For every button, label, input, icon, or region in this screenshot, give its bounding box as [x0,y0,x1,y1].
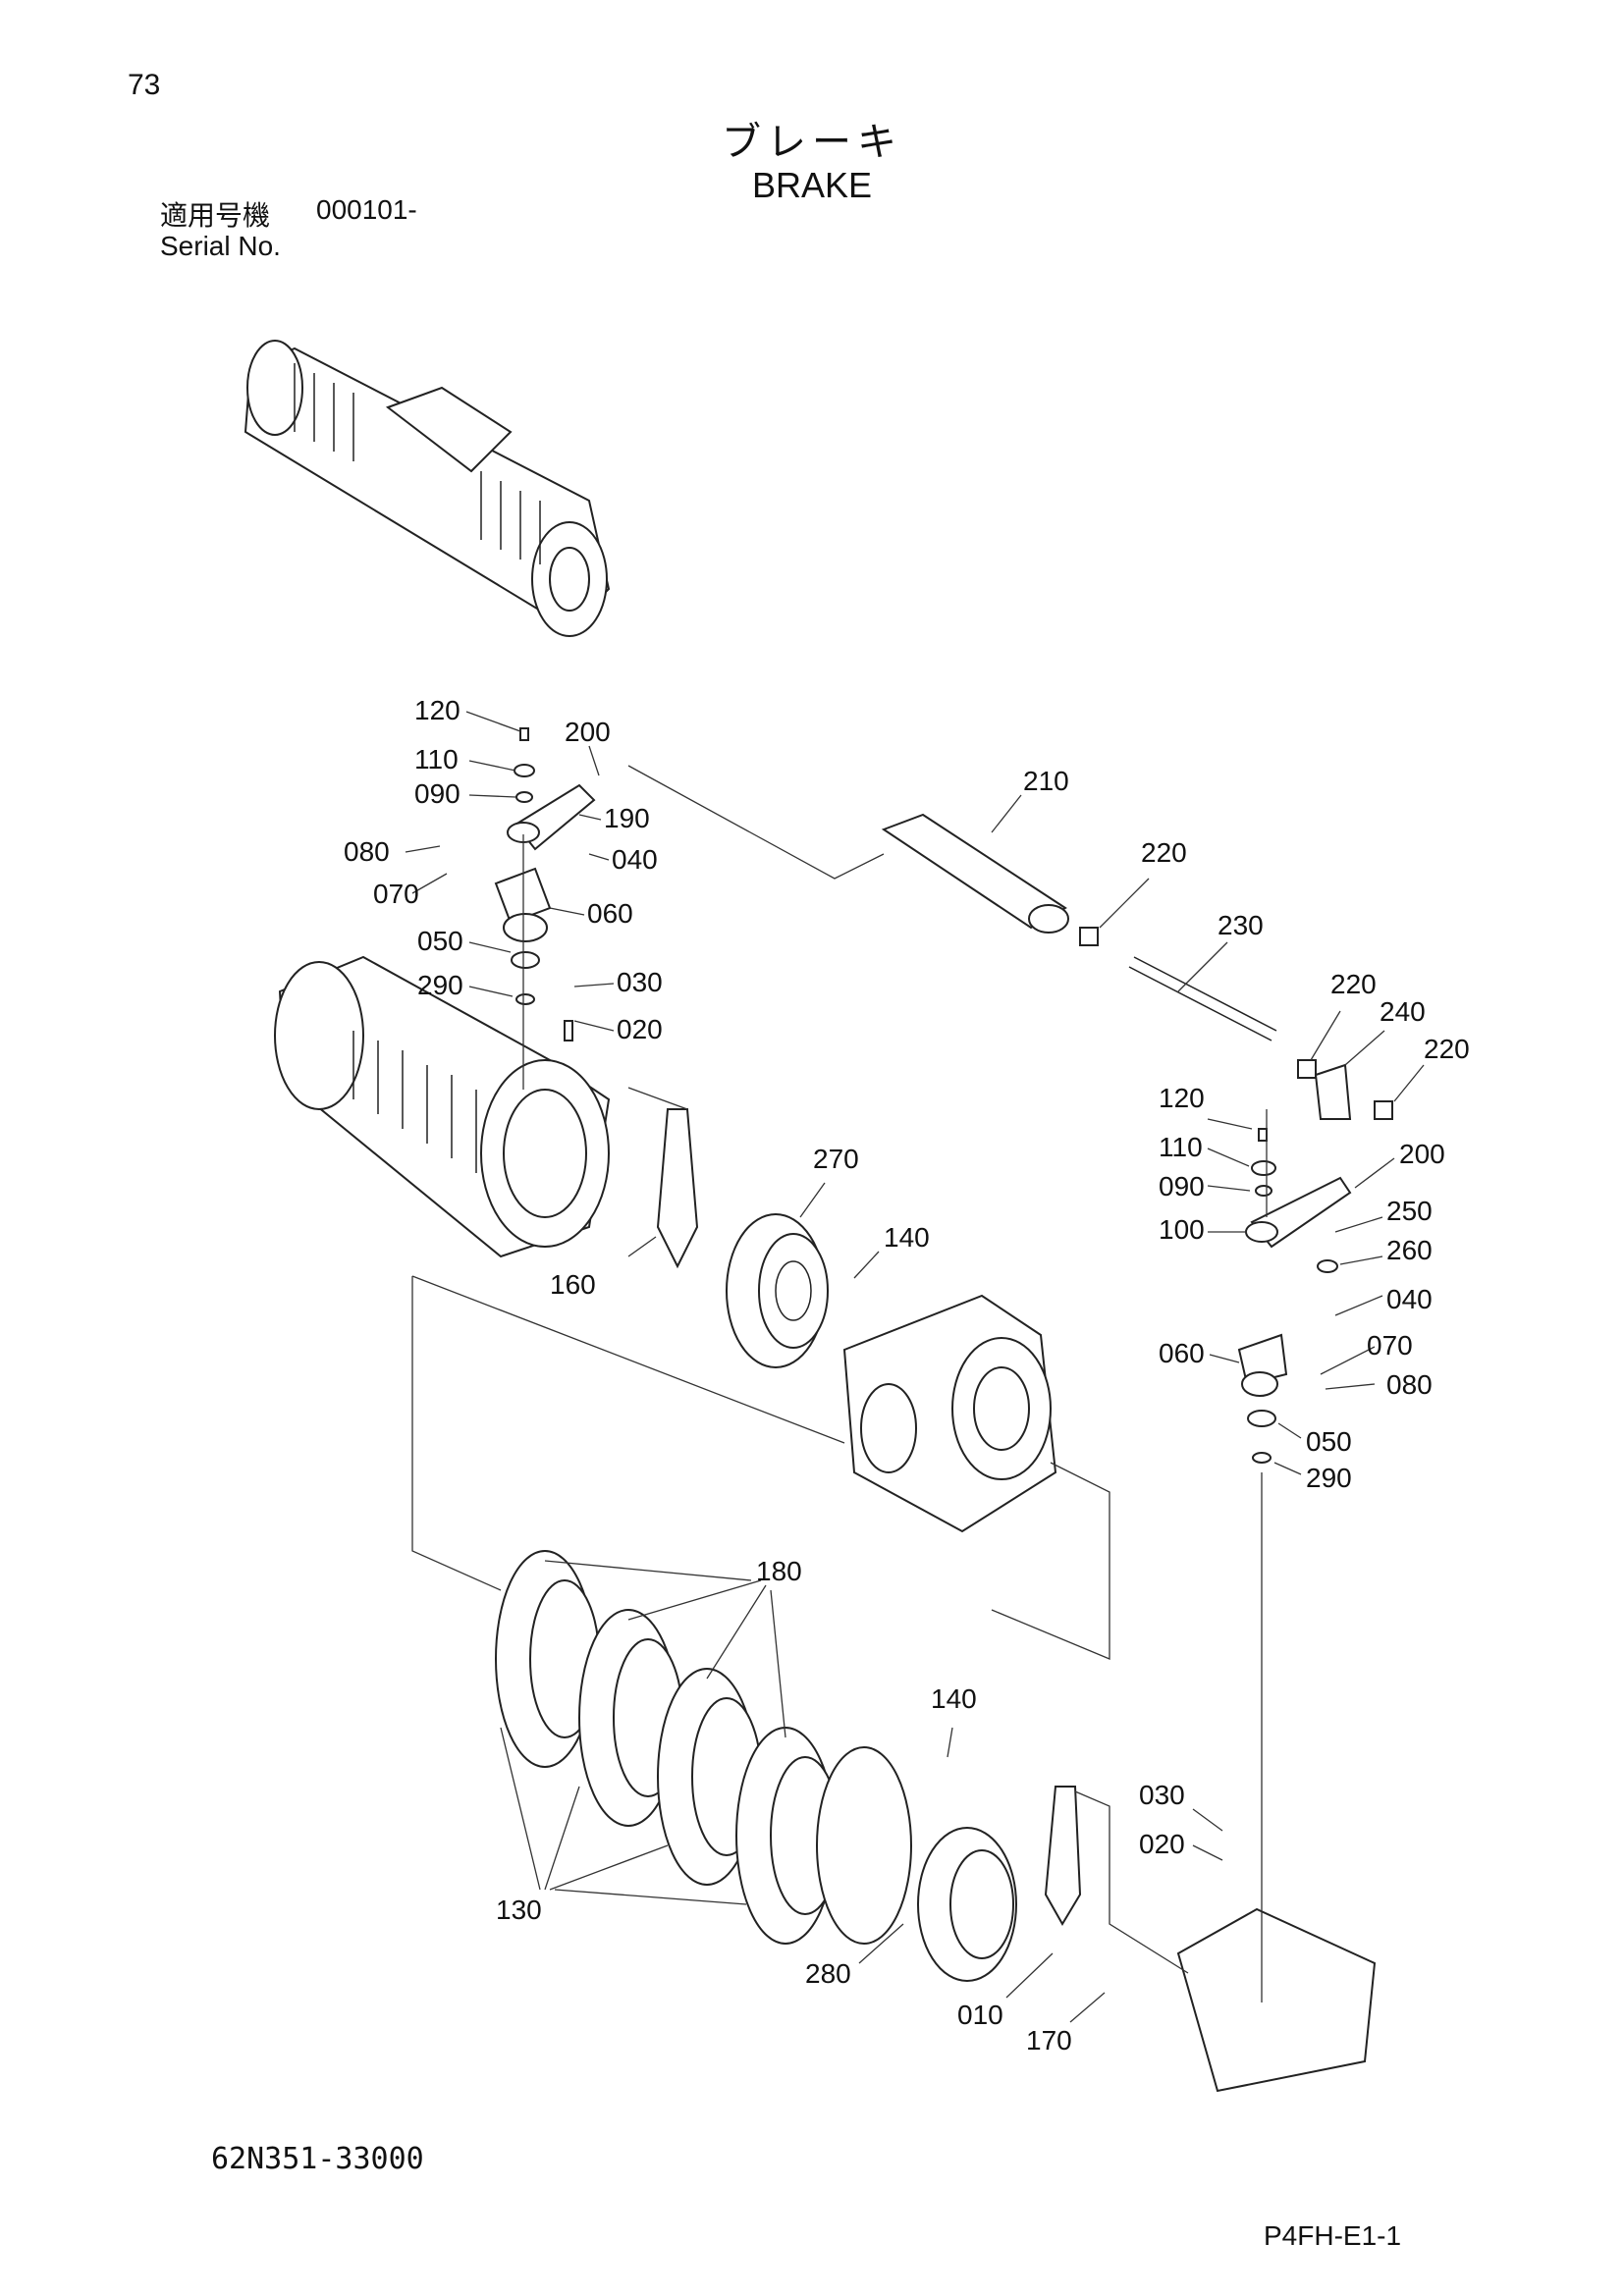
callout-labels: 120 200 110 090 190 080 040 070 060 050 … [344,695,1470,2056]
callout-090: 090 [414,778,460,809]
page-title: BRAKE [751,165,873,205]
page-code: P4FH-E1-1 [1264,2220,1402,2251]
serial-label-japanese: 適用号機 [160,199,271,232]
callout-240: 240 [1380,996,1426,1027]
callout-010: 010 [957,2000,1003,2030]
rod-assembly [881,813,1393,1120]
brake-disc-stack [495,1550,1017,1982]
callout-050-b: 050 [1306,1426,1352,1457]
drawing-number: 62N351-33000 [211,2142,424,2176]
callout-140-b: 140 [931,1683,977,1714]
callout-050: 050 [417,926,463,956]
callout-250: 250 [1386,1196,1433,1226]
callout-120-b: 120 [1159,1083,1205,1113]
callout-080-b: 080 [1386,1369,1433,1400]
assembly-lines [411,765,1268,2002]
left-axle-housing [274,955,611,1258]
callout-070: 070 [373,879,419,909]
callout-070-b: 070 [1367,1330,1413,1361]
callout-290-b: 290 [1306,1463,1352,1493]
callout-270: 270 [813,1144,859,1174]
callout-100: 100 [1159,1214,1205,1245]
callout-180: 180 [756,1556,802,1586]
callout-090-b: 090 [1159,1171,1205,1201]
page-title-japanese: ブレーキ [722,120,902,165]
serial-label: Serial No. [160,231,281,261]
callout-080: 080 [344,836,390,867]
right-lever-cluster [1044,1128,1377,2093]
callout-110: 110 [414,744,459,774]
callout-230: 230 [1218,910,1264,940]
callout-060-b: 060 [1159,1338,1205,1368]
piston-270 [726,1213,829,1368]
callout-160: 160 [550,1269,596,1300]
callout-040-b: 040 [1386,1284,1433,1314]
callout-290: 290 [417,970,463,1000]
callout-020-b: 020 [1139,1829,1185,1859]
callout-110-b: 110 [1159,1132,1203,1162]
page-number: 73 [128,69,161,101]
callout-020: 020 [617,1014,663,1044]
callout-190: 190 [604,803,650,833]
callout-030: 030 [617,967,663,997]
center-housing [842,1294,1057,1533]
callout-220-c: 220 [1424,1034,1470,1064]
callout-220-b: 220 [1330,969,1377,999]
callout-120: 120 [414,695,460,725]
callout-060: 060 [587,898,633,929]
callout-220: 220 [1141,837,1187,868]
left-lever-cluster [494,727,699,1269]
callout-140: 140 [884,1222,930,1253]
callout-260: 260 [1386,1235,1433,1265]
callout-200-b: 200 [1399,1139,1445,1169]
callout-030-b: 030 [1139,1780,1185,1810]
callout-280: 280 [805,1958,851,1989]
axle-overview-illustration [244,340,611,637]
callout-130: 130 [496,1895,542,1925]
callout-040: 040 [612,844,658,875]
callout-200: 200 [565,717,611,747]
serial-number-value: 000101- [316,194,417,225]
callout-170: 170 [1026,2025,1072,2056]
callout-210: 210 [1023,766,1069,796]
leader-lines [405,711,1425,2023]
